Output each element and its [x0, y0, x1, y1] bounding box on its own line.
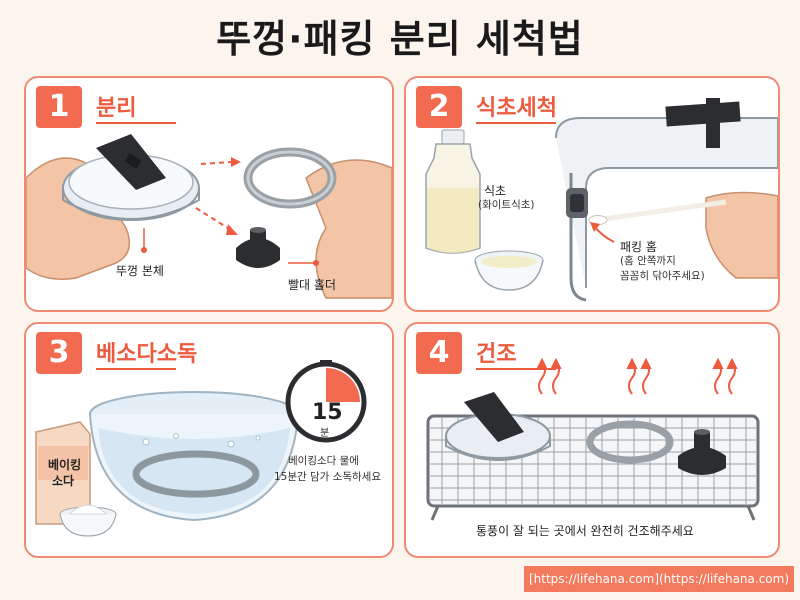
step-title: 분리 [96, 96, 137, 121]
step-4-panel: 4 건조 통풍이 잘 되는 곳에서 완전히 건조해주세요 [404, 322, 780, 558]
heat-waves-icon [536, 357, 738, 395]
label-straw-holder: 빨대 홀더 [288, 278, 336, 292]
step-1-illustration [26, 134, 392, 299]
step-title: 식초세척 [476, 96, 557, 121]
title-underline [96, 122, 176, 124]
label-vinegar: 식초 [484, 184, 507, 198]
step-3-panel: 3 베소다소독 베이킹 소다 15 분 베이킹소다 물에 15분간 담가 소독하… [24, 322, 394, 558]
label-groove-sub-2: 꼼꼼히 닦아주세요) [620, 270, 705, 282]
label-lid-body: 뚜껑 본체 [116, 264, 164, 278]
title-underline [96, 368, 176, 370]
label-gasket-groove: 패킹 홈 [620, 240, 657, 254]
step-2-panel: 2 식초세척 식초 (화이트식초) 패킹 홈 (홈 안쪽까지 꼼꼼히 닦아주세요… [404, 76, 780, 312]
step-1-panel: 1 분리 뚜껑 본체 빨대 홀더 [24, 76, 394, 312]
step-number: 3 [36, 332, 82, 374]
step-number: 1 [36, 86, 82, 128]
timer-value: 15 [312, 400, 343, 425]
step-title: 건조 [476, 342, 517, 367]
step-2-illustration [425, 98, 778, 302]
step-3-illustration [35, 360, 367, 537]
step-number: 2 [416, 86, 462, 128]
step-title: 베소다소독 [96, 342, 198, 367]
box-label-line-1: 베이킹 [48, 458, 82, 472]
timer-unit: 분 [320, 428, 330, 439]
source-link[interactable]: [https://lifehana.com](https://lifehana.… [524, 566, 794, 592]
soak-note-line-1: 베이킹소다 물에 [288, 455, 359, 467]
title-underline [476, 122, 556, 124]
box-label-line-2: 소다 [52, 474, 75, 488]
label-groove-sub-1: (홈 안쪽까지 [620, 255, 676, 267]
soak-note-line-2: 15분간 담가 소독하세요 [274, 471, 381, 483]
page-title: 뚜껑·패킹 분리 세척법 [216, 17, 584, 61]
step-4-illustration [426, 357, 760, 521]
step-number: 4 [416, 332, 462, 374]
title-underline [476, 368, 556, 370]
drying-note: 통풍이 잘 되는 곳에서 완전히 건조해주세요 [476, 524, 694, 538]
label-vinegar-sub: (화이트식초) [478, 199, 535, 211]
